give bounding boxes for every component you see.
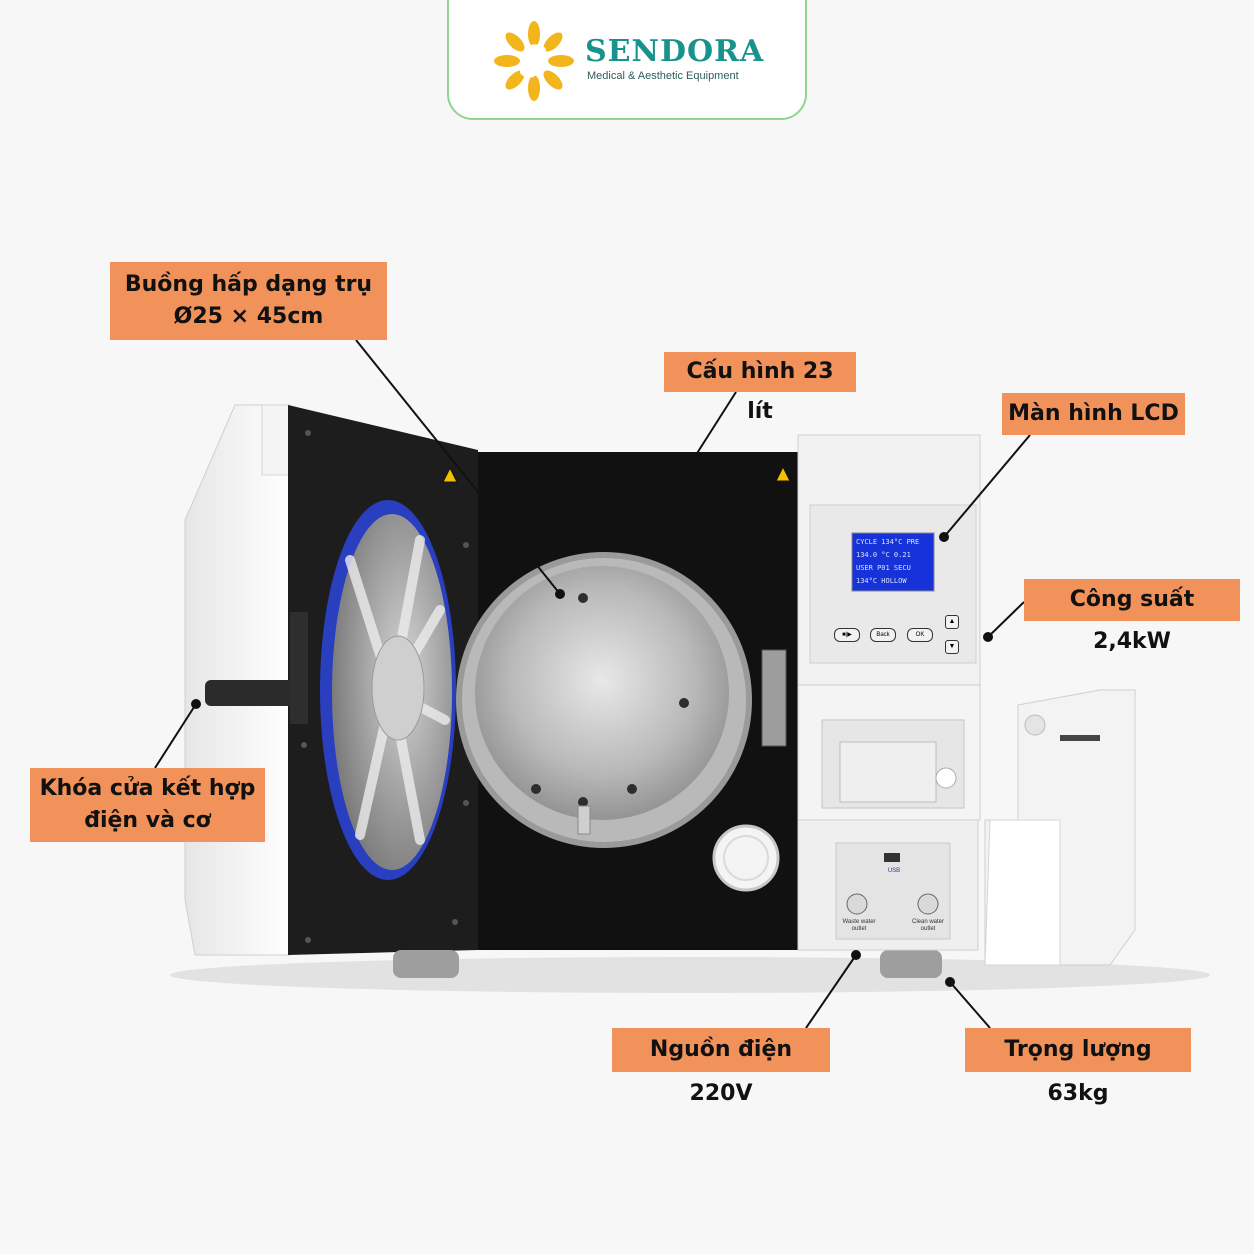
callout-weight: Trọng lượng 63kg (965, 1028, 1191, 1106)
foot-left (393, 950, 459, 978)
sunflower-logo-icon (494, 21, 574, 101)
clean-water-label-line2: outlet (920, 926, 936, 932)
brand-tagline: Medical & Aesthetic Equipment (587, 70, 739, 82)
lcd-row: 134°C HOLLOW (856, 577, 907, 585)
callout-lock-line1: Khóa cửa kết hợp (39, 776, 256, 801)
lcd-display-text: CYCLE 134°C PRE 134.0 °C 0.21 USER P01 S… (856, 536, 932, 590)
back-button[interactable]: Back (870, 628, 896, 642)
callout-lock-line2: điện và cơ (84, 808, 211, 833)
down-arrow-button[interactable]: ▼ (945, 640, 959, 654)
waste-water-label: Waste water outlet (836, 919, 882, 933)
callout-voltage: Nguồn điện 220V (612, 1028, 830, 1106)
door-handle-slot (261, 404, 291, 476)
printer-button[interactable] (935, 767, 957, 789)
clean-water-label: Clean water outlet (904, 919, 952, 933)
usb-label: USB (887, 868, 901, 874)
usb-port[interactable] (884, 853, 900, 862)
door-hinge (761, 649, 787, 747)
callout-lcd: Màn hình LCD (1002, 393, 1185, 435)
door-lock-knob[interactable] (205, 680, 295, 706)
hazard-sticker-icon (442, 466, 458, 483)
lcd-row: USER P01 SECU (856, 564, 911, 572)
callout-lock: Khóa cửa kết hợp điện và cơ (30, 768, 265, 842)
callout-chamber: Buồng hấp dạng trụ Ø25 × 45cm (110, 262, 387, 340)
clean-water-label-line1: Clean water (911, 919, 944, 925)
chamber-hazard-icon (775, 465, 791, 482)
waste-water-label-line1: Waste water (842, 919, 876, 925)
brand-name: SENDORA (585, 34, 765, 69)
callout-chamber-line1: Buồng hấp dạng trụ (124, 272, 373, 297)
up-arrow-button[interactable]: ▲ (945, 615, 959, 629)
lcd-screen (851, 532, 935, 592)
lcd-row: CYCLE 134°C PRE (856, 538, 920, 546)
callout-chamber-line2: Ø25 × 45cm (173, 304, 324, 329)
ok-button[interactable]: OK (907, 628, 933, 642)
callout-power: Công suất 2,4kW (1024, 579, 1240, 654)
callout-leader-lines (154, 339, 1031, 1029)
brand-card: SENDORA Medical & Aesthetic Equipment (447, 0, 807, 120)
lcd-row: 134.0 °C 0.21 (856, 551, 911, 559)
waste-water-label-line2: outlet (851, 926, 867, 932)
waste-water-outlet[interactable] (846, 893, 868, 915)
clean-water-outlet[interactable] (917, 893, 939, 915)
foot-right (880, 950, 942, 978)
start-button[interactable]: ■|▶ (834, 628, 860, 642)
chamber-interior (475, 566, 729, 820)
callout-capacity: Cấu hình 23 lít (664, 352, 856, 424)
